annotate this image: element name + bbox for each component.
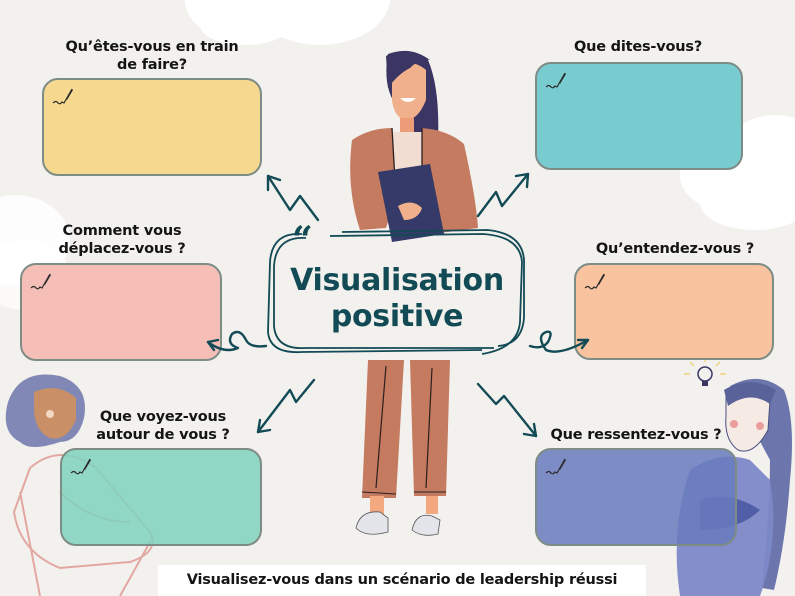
footer-caption: Visualisez-vous dans un scénario de lead… (158, 565, 646, 596)
prompt-label-seeing: Que voyez-vous autour de vous ? (96, 409, 230, 443)
central-title-frame: “ Visualisation positive (267, 219, 526, 358)
arrow-to-seeing-icon (256, 378, 316, 434)
answer-box-moving[interactable] (20, 263, 222, 361)
prompt-label-moving: Comment vous déplacez-vous ? (58, 223, 186, 257)
arrow-to-feeling-icon (476, 382, 538, 438)
quote-mark-icon: “ (292, 219, 313, 261)
pen-signature-icon (545, 458, 566, 475)
businesswoman-illustration (350, 50, 478, 536)
answer-box-seeing[interactable] (60, 448, 262, 546)
pen-signature-icon (30, 273, 51, 290)
pen-signature-icon (545, 72, 566, 89)
woman-crossed-arms-illustration-left (5, 374, 154, 596)
sketchy-frame: “ (267, 219, 525, 355)
prompt-label-hearing: Qu’entendez-vous ? (595, 241, 755, 257)
answer-box-hearing[interactable] (574, 263, 774, 360)
prompt-label-feeling: Que ressentez-vous ? (550, 427, 722, 443)
arrow-to-doing-icon (266, 174, 320, 222)
answer-box-saying[interactable] (535, 62, 743, 170)
arrow-to-saying-icon (476, 172, 530, 218)
page-title: Visualisation positive (290, 263, 504, 334)
prompt-label-doing: Qu’êtes-vous en train de faire? (65, 39, 239, 73)
answer-box-feeling[interactable] (535, 448, 737, 546)
arrow-to-hearing-icon (528, 330, 590, 353)
pen-signature-icon (584, 273, 605, 290)
answer-box-doing[interactable] (42, 78, 262, 176)
arrow-to-moving-icon (206, 330, 268, 352)
pen-signature-icon (52, 88, 73, 105)
prompt-label-saying: Que dites-vous? (573, 39, 703, 55)
pen-signature-icon (70, 458, 91, 475)
